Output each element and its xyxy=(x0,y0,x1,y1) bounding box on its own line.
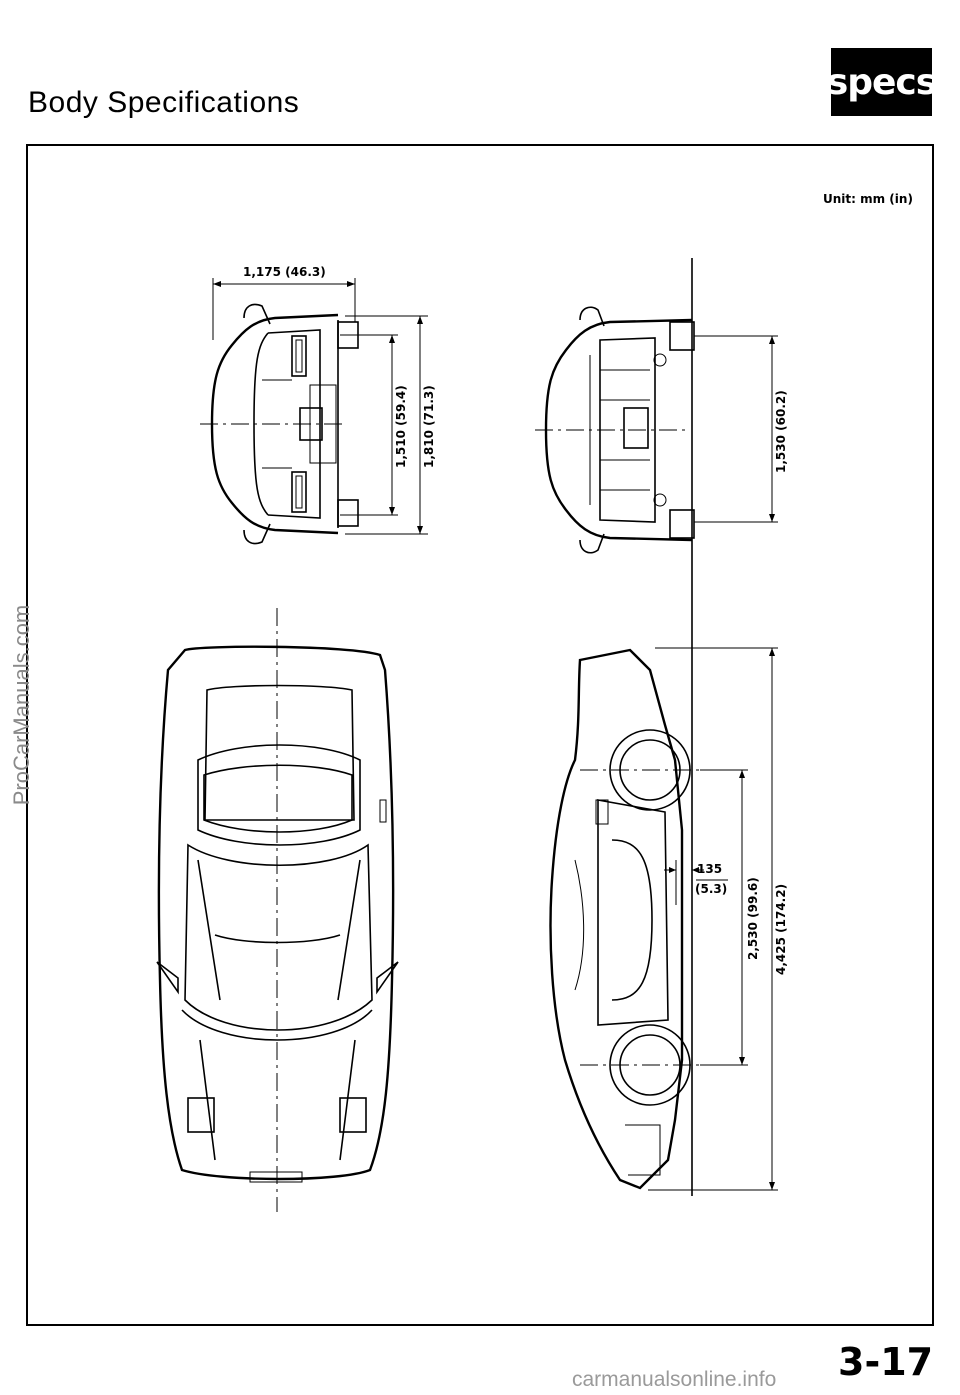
width-dimensions xyxy=(340,315,428,535)
overall-width-label: 1,810 (71.3) xyxy=(422,385,436,468)
page-number: 3-17 xyxy=(838,1340,934,1384)
top-view-car xyxy=(156,645,399,1183)
specs-badge: specs xyxy=(827,48,937,116)
ground-clearance-in-label: (5.3) xyxy=(695,882,727,896)
overall-height-label: 1,530 (60.2) xyxy=(774,390,788,473)
wheelbase-label: 2,530 (99.6) xyxy=(746,877,760,960)
watermark-left-text: ProCarManuals.com xyxy=(9,604,34,806)
ground-clearance-dimension xyxy=(664,860,728,905)
rear-track-dimension xyxy=(212,278,356,340)
diagram-frame xyxy=(26,144,934,1326)
overall-length-label: 4,425 (174.2) xyxy=(774,884,788,975)
watermark-bottom: carmanualsonline.info xyxy=(572,1368,777,1391)
ground-clearance-label: 135 xyxy=(697,862,722,876)
overall-length-dimension xyxy=(648,647,778,1191)
wheelbase-dimension xyxy=(700,769,748,1066)
watermark-left: ProCarManuals.com xyxy=(6,575,38,835)
front-track-label: 1,510 (59.4) xyxy=(394,385,408,468)
rear-track-label: 1,175 (46.3) xyxy=(243,265,326,279)
unit-note: Unit: mm (in) xyxy=(823,192,913,206)
page-title: Body Specifications xyxy=(28,86,300,119)
side-view-car xyxy=(549,648,691,1190)
height-dimension xyxy=(694,335,778,523)
